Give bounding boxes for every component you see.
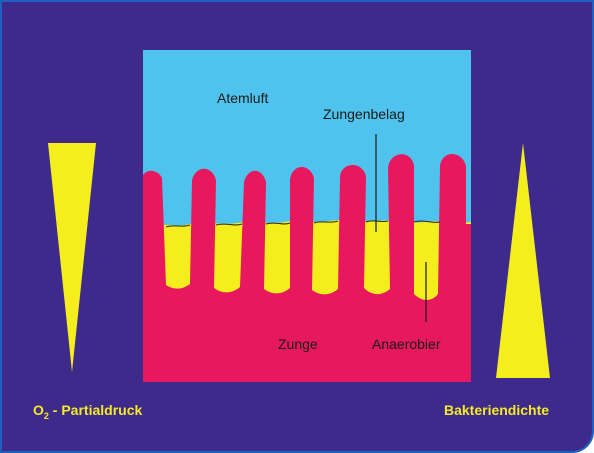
anaerobier-label: Anaerobier bbox=[372, 336, 441, 352]
o2-gradient-triangle bbox=[48, 143, 96, 372]
o2-symbol: O bbox=[33, 402, 44, 418]
o2-partialdruck-label: O2 - Partialdruck bbox=[33, 402, 142, 421]
zungenbelag-label: Zungenbelag bbox=[323, 106, 405, 122]
bakteriendichte-label: Bakteriendichte bbox=[444, 402, 549, 418]
bacteria-density-triangle bbox=[496, 143, 550, 378]
atemluft-label: Atemluft bbox=[217, 90, 268, 106]
o2-rest: - Partialdruck bbox=[49, 402, 142, 418]
zunge-label: Zunge bbox=[278, 336, 318, 352]
